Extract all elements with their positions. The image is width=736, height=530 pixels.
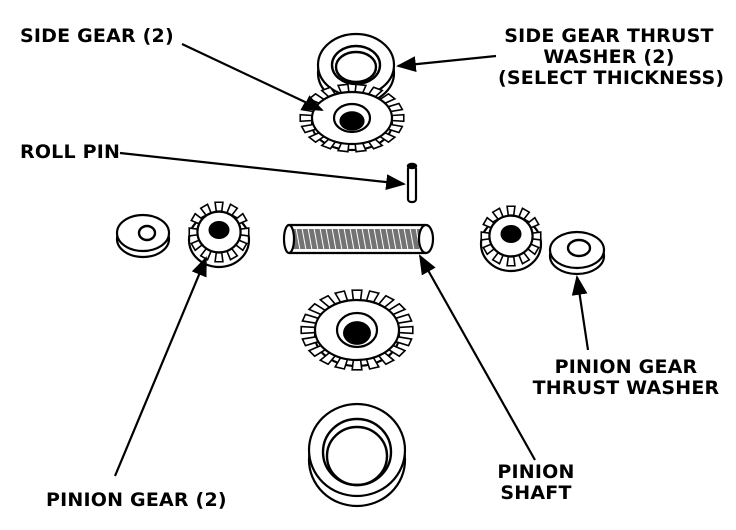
label-pinion-gear-thrust-washer: PINION GEAR THRUST WASHER bbox=[532, 356, 720, 399]
label-pinion-gear: PINION GEAR (2) bbox=[46, 489, 227, 511]
pinion-shaft bbox=[282, 223, 435, 255]
label-side-gear: SIDE GEAR (2) bbox=[20, 25, 174, 47]
pinion-gear-left bbox=[187, 201, 251, 269]
side-gear-thrust-washer-bottom bbox=[307, 402, 407, 508]
side-gear-thrust-washer-top bbox=[316, 32, 396, 106]
label-roll-pin: ROLL PIN bbox=[20, 141, 121, 163]
leader-roll-pin bbox=[119, 151, 406, 190]
leader-pinion-shaft bbox=[419, 254, 536, 461]
label-pinion-shaft: PINION SHAFT bbox=[497, 461, 575, 504]
leader-pinion-thrust-washer bbox=[571, 275, 590, 351]
leader-side-gear-thrust-washer bbox=[396, 54, 497, 73]
side-gear-bottom bbox=[300, 289, 414, 371]
side-gear-top bbox=[299, 83, 405, 153]
pinion-gear-right bbox=[479, 205, 543, 273]
pinion-thrust-washer-right bbox=[548, 230, 606, 276]
label-side-gear-thrust-washer: SIDE GEAR THRUST WASHER (2) (SELECT THIC… bbox=[498, 25, 725, 89]
leader-pinion-gear bbox=[113, 256, 208, 477]
leader-lines bbox=[113, 43, 590, 477]
leader-side-gear bbox=[181, 43, 324, 111]
pinion-thrust-washer-left bbox=[115, 213, 171, 259]
roll-pin bbox=[406, 162, 418, 204]
